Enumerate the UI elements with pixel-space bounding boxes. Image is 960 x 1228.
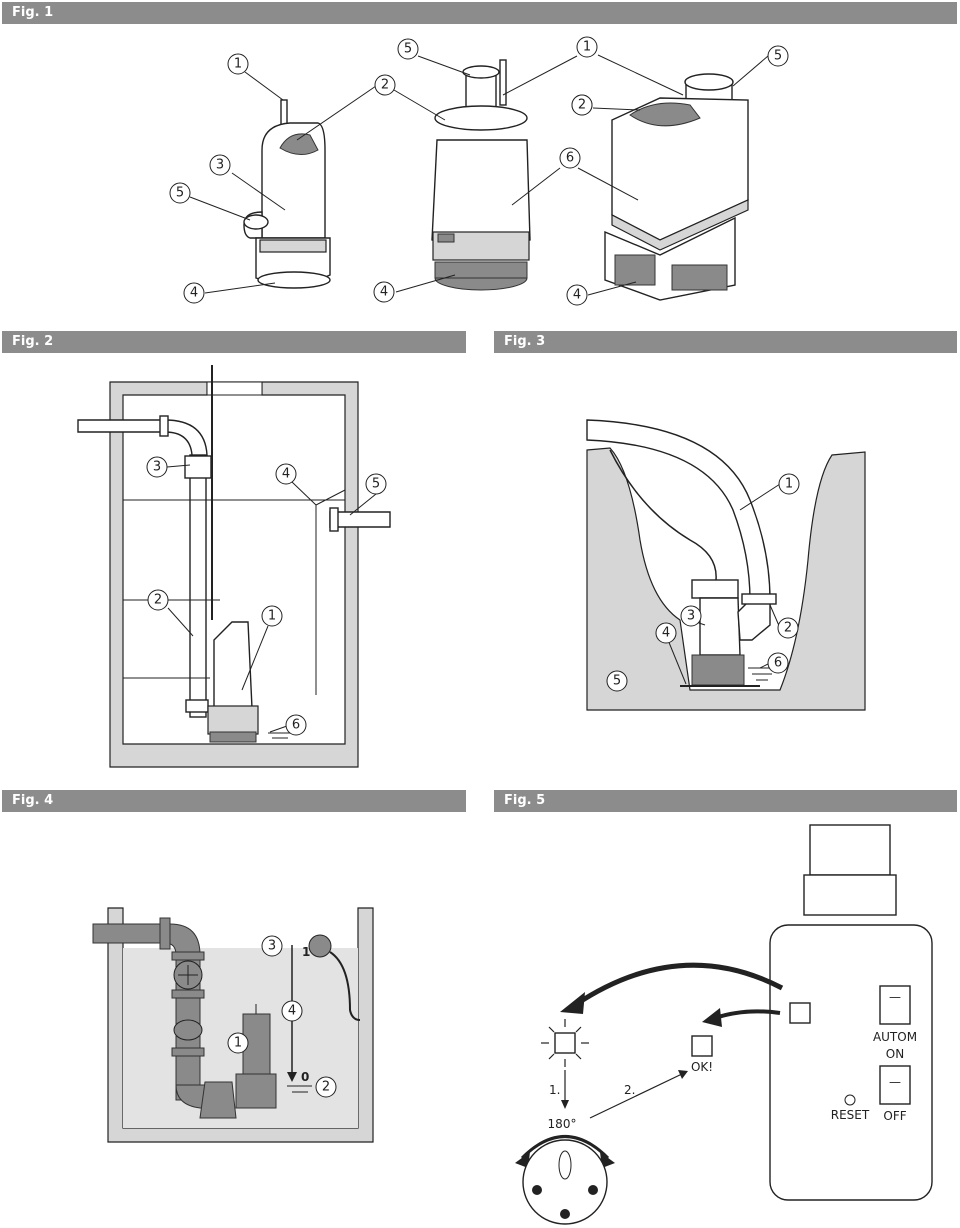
svg-text:1: 1: [268, 609, 276, 624]
fig4-callout-1: 1: [227, 1032, 249, 1054]
label-ok: OK!: [691, 1060, 713, 1074]
label-autom: AUTOM: [873, 1030, 917, 1044]
fig3-callout-5: 5: [606, 670, 628, 692]
label-step1: 1.: [549, 1083, 560, 1097]
svg-text:3: 3: [153, 460, 161, 475]
svg-text:1: 1: [583, 40, 591, 55]
svg-text:2: 2: [578, 98, 586, 113]
fig4-callout-4: 4: [281, 1000, 303, 1022]
fig1-callout-4a: 4: [183, 282, 205, 304]
svg-text:2: 2: [322, 1080, 330, 1095]
label-180: 180°: [548, 1117, 577, 1131]
fig2-callout-5: 5: [365, 473, 387, 495]
svg-text:1: 1: [234, 1036, 242, 1051]
fig1-callout-6: 6: [559, 147, 581, 169]
switch-off[interactable]: [879, 1065, 911, 1105]
controller-neck: [803, 874, 897, 916]
pump-medium: [431, 59, 531, 291]
svg-text:3: 3: [687, 609, 695, 624]
fig3-diagram: [586, 419, 866, 711]
svg-text:6: 6: [566, 151, 574, 166]
fig1-callout-3a: 3: [209, 154, 231, 176]
fig2-diagram: [77, 365, 391, 768]
fig1-callouts: 1 2 3 5 4 5 2 4 1 2 6 5 4: [169, 36, 789, 306]
label-step2: 2.: [624, 1083, 635, 1097]
label-off: OFF: [883, 1109, 906, 1123]
fig3-ground: [586, 447, 866, 711]
controller-neck-top: [809, 824, 891, 876]
svg-text:2: 2: [154, 593, 162, 608]
fig2-callout-4: 4: [275, 463, 297, 485]
svg-text:4: 4: [662, 626, 670, 641]
fig2-callout-3: 3: [146, 456, 168, 478]
svg-text:5: 5: [774, 49, 782, 64]
fig1-callout-4c: 4: [566, 284, 588, 306]
indicator-flashing: [554, 1032, 576, 1054]
fig1-callout-5b: 5: [397, 38, 419, 60]
fig3-callout-3: 3: [680, 605, 702, 627]
svg-text:1: 1: [234, 57, 242, 72]
switch-off-mark: —: [889, 1075, 901, 1089]
label-reset: RESET: [831, 1108, 870, 1122]
fig3-callout-2: 2: [777, 617, 799, 639]
fig1-callout-1b: 1: [576, 36, 598, 58]
svg-text:3: 3: [216, 158, 224, 173]
svg-text:4: 4: [190, 286, 198, 301]
indicator-ok: [691, 1035, 713, 1057]
svg-text:4: 4: [573, 288, 581, 303]
fig5-header: Fig. 5: [494, 790, 957, 812]
fig4-header: Fig. 4: [2, 790, 466, 812]
label-on: ON: [886, 1047, 904, 1061]
fig4-callouts: 3 4 1 2: [227, 935, 337, 1098]
svg-text:3: 3: [268, 939, 276, 954]
fig2-header: Fig. 2: [2, 331, 466, 353]
fig1-callout-2c: 2: [571, 94, 593, 116]
pump-large: [604, 73, 749, 301]
switch-autom-on[interactable]: [879, 985, 911, 1025]
svg-text:4: 4: [380, 285, 388, 300]
fig1-callout-2a: 2: [374, 74, 396, 96]
svg-text:6: 6: [292, 718, 300, 733]
svg-text:5: 5: [404, 42, 412, 57]
svg-text:5: 5: [613, 674, 621, 689]
svg-text:2: 2: [381, 78, 389, 93]
switch-autom-mark: —: [889, 990, 901, 1004]
indicator-square: [789, 1002, 811, 1024]
fig3-callouts: 1 3 4 2 6 5: [606, 473, 800, 692]
svg-text:6: 6: [774, 656, 782, 671]
fig1-diagram: [189, 54, 769, 301]
fig1-callout-1a: 1: [227, 53, 249, 75]
svg-text:5: 5: [176, 186, 184, 201]
reset-button[interactable]: [844, 1094, 856, 1106]
fig3-callout-4: 4: [655, 622, 677, 644]
svg-text:4: 4: [288, 1004, 296, 1019]
svg-text:2: 2: [784, 621, 792, 636]
fig2-callout-2: 2: [147, 589, 169, 611]
controller-body: [769, 924, 933, 1201]
fig1-header: Fig. 1: [2, 2, 957, 24]
fig2-callout-1: 1: [261, 605, 283, 627]
fig4-level-low: 0: [301, 1070, 309, 1084]
svg-text:4: 4: [282, 467, 290, 482]
fig3-header: Fig. 3: [494, 331, 957, 353]
svg-text:1: 1: [785, 477, 793, 492]
fig1-leaders: [189, 54, 769, 296]
pump-small: [243, 99, 331, 289]
fig3-callout-1: 1: [778, 473, 800, 495]
fig5-diagram: — AUTOM ON — OFF RESET OK! 1. 2. 180°: [515, 824, 933, 1225]
fig1-callout-5c: 5: [767, 45, 789, 67]
fig4-level-high: 1: [302, 945, 310, 959]
fig2-callouts: 3 4 5 2 1 6: [146, 456, 387, 736]
fig4-callout-2: 2: [315, 1076, 337, 1098]
rotary-knob[interactable]: [522, 1139, 608, 1225]
fig3-callout-6: 6: [767, 652, 789, 674]
svg-text:5: 5: [372, 477, 380, 492]
fig4-callout-3: 3: [261, 935, 283, 957]
fig2-callout-6: 6: [285, 714, 307, 736]
fig1-callout-5a: 5: [169, 182, 191, 204]
fig1-callout-4b: 4: [373, 281, 395, 303]
